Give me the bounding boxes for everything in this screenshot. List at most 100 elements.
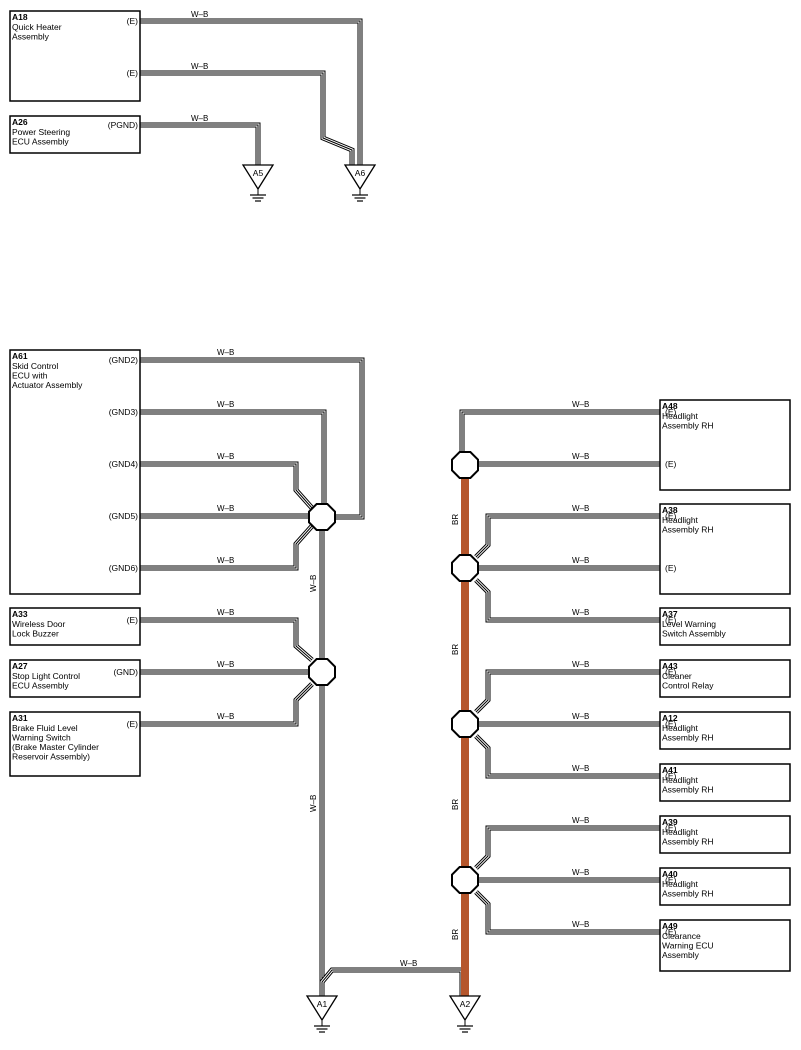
component-name-line: Headlight: [662, 827, 699, 837]
component-code: A61: [12, 351, 28, 361]
component-code: A31: [12, 713, 28, 723]
component-name-line: Reservoir Assembly): [12, 752, 90, 762]
component-code: A33: [12, 609, 28, 619]
component-box: [659, 399, 791, 491]
wire-color-label: W–B: [191, 10, 208, 19]
component-box: [659, 659, 791, 698]
pin-label: (E): [665, 719, 677, 729]
ground-triangle: [241, 164, 275, 191]
ground-triangle: [305, 995, 339, 1022]
pin-label: (E): [665, 615, 677, 625]
ground-label: A5: [253, 168, 264, 178]
wire-color-label: W–B: [572, 400, 589, 409]
component-name-line: Assembly RH: [662, 525, 713, 535]
wire-color-label: W–B: [572, 556, 589, 565]
wire-color-label: W–B: [572, 660, 589, 669]
component-code: A26: [12, 117, 28, 127]
ground-triangle: [448, 995, 482, 1022]
component-box: [659, 763, 791, 802]
component-name-line: Brake Fluid Level: [12, 723, 78, 733]
wire-trunk-to-a2: [319, 967, 465, 996]
component-code: A48: [662, 401, 678, 411]
component-code: A38: [662, 505, 678, 515]
component-name-line: Skid Control: [12, 361, 58, 371]
ground-label: A1: [317, 999, 328, 1009]
ground-triangle: [343, 164, 377, 191]
wire-color-label: W–B: [309, 575, 318, 592]
component-box: [659, 503, 791, 595]
component-name-line: ECU Assembly: [12, 681, 69, 691]
splice-junction: [451, 866, 479, 894]
component-name-line: Assembly RH: [662, 421, 713, 431]
component-name-line: Actuator Assembly: [12, 380, 83, 390]
component-name-line: Headlight: [662, 411, 699, 421]
component-name-line: Warning Switch: [12, 733, 71, 743]
component-box: [659, 867, 791, 906]
wire-color-label: W–B: [572, 868, 589, 877]
component-name-line: Wireless Door: [12, 619, 66, 629]
component-box: [9, 659, 141, 698]
component-code: A49: [662, 921, 678, 931]
component-name-line: Assembly RH: [662, 889, 713, 899]
pin-label: (E): [665, 771, 677, 781]
splice-junction: [308, 503, 336, 531]
wire-color-label: W–B: [309, 795, 318, 812]
bus-color-label: BR: [451, 644, 460, 655]
component-name-line: Level Warning: [662, 619, 716, 629]
component-name-line: Assembly RH: [662, 733, 713, 743]
component-name-line: Stop Light Control: [12, 671, 80, 681]
component-box: [9, 711, 141, 777]
component-name-line: Assembly RH: [662, 785, 713, 795]
component-box: [659, 919, 791, 972]
pin-label: (E): [665, 563, 677, 573]
component-code: A43: [662, 661, 678, 671]
component-name-line: (Brake Master Cylinder: [12, 742, 99, 752]
component-name-line: ECU with: [12, 371, 48, 381]
component-code: A37: [662, 609, 678, 619]
wire-color-label: W–B: [191, 62, 208, 71]
component-code: A12: [662, 713, 678, 723]
wire-a37: [474, 578, 660, 623]
wire-color-label: W–B: [217, 712, 234, 721]
component-box: [659, 711, 791, 750]
pin-label: (GND2): [109, 355, 138, 365]
wire-a41: [474, 734, 660, 779]
component-box: [9, 115, 141, 154]
wire-color-label: W–B: [572, 764, 589, 773]
wire-color-label: W–B: [572, 452, 589, 461]
component-name-line: Switch Assembly: [662, 629, 727, 639]
splice-junction: [451, 554, 479, 582]
ground-a5: A5: [241, 164, 275, 202]
component-name-line: Assembly: [12, 32, 50, 42]
pin-label: (GND6): [109, 563, 138, 573]
bus-color-label: BR: [451, 514, 460, 525]
component-code: A39: [662, 817, 678, 827]
component-name-line: Headlight: [662, 775, 699, 785]
splice-junction: [308, 658, 336, 686]
wire-color-label: W–B: [400, 959, 417, 968]
wire-a18-e1-to-a6: [140, 18, 363, 165]
wire-gnd2: [140, 357, 365, 520]
component-name-line: ECU Assembly: [12, 137, 69, 147]
pin-label: (E): [127, 615, 139, 625]
component-name-line: Quick Heater: [12, 22, 62, 32]
wire-color-label: W–B: [191, 114, 208, 123]
pin-label: (E): [665, 667, 677, 677]
wire-gnd4: [140, 461, 314, 510]
ground-label: A2: [460, 999, 471, 1009]
ground-a1: A1: [305, 995, 339, 1033]
pin-label: (E): [665, 407, 677, 417]
component-box: [9, 349, 141, 595]
